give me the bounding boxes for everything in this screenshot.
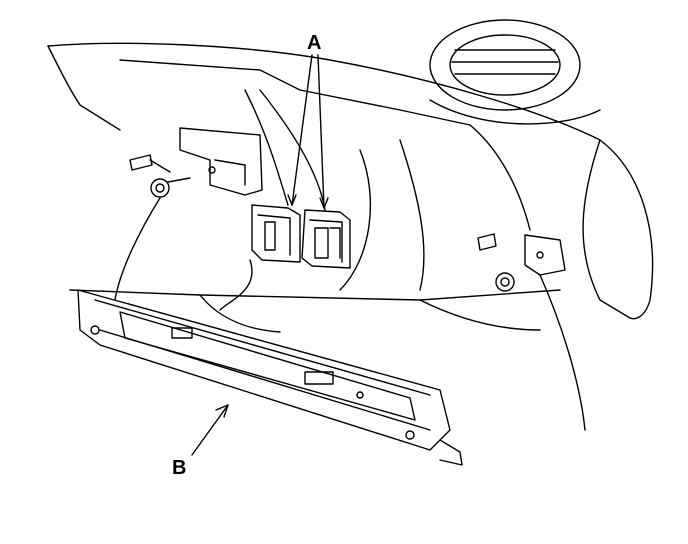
callout-label-a: A — [307, 32, 322, 54]
callout-b-arrow — [191, 404, 229, 456]
right-bracket — [524, 234, 566, 276]
callout-a-leaders — [287, 54, 329, 209]
floor-area — [69, 289, 561, 333]
right-nut — [495, 272, 515, 292]
dashboard-panel — [47, 42, 654, 320]
wiring-behind-dash — [219, 89, 425, 311]
lower-cover-panel — [77, 289, 463, 466]
left-bracket — [179, 127, 263, 196]
air-vent — [429, 19, 601, 125]
left-nut — [150, 177, 191, 198]
wire-harness-right — [539, 274, 586, 431]
left-bolt-upper — [129, 154, 171, 173]
callout-label-b: B — [172, 457, 187, 479]
relay-cluster — [251, 204, 351, 269]
wire-harness-left — [114, 197, 161, 301]
right-bolt — [477, 233, 497, 251]
